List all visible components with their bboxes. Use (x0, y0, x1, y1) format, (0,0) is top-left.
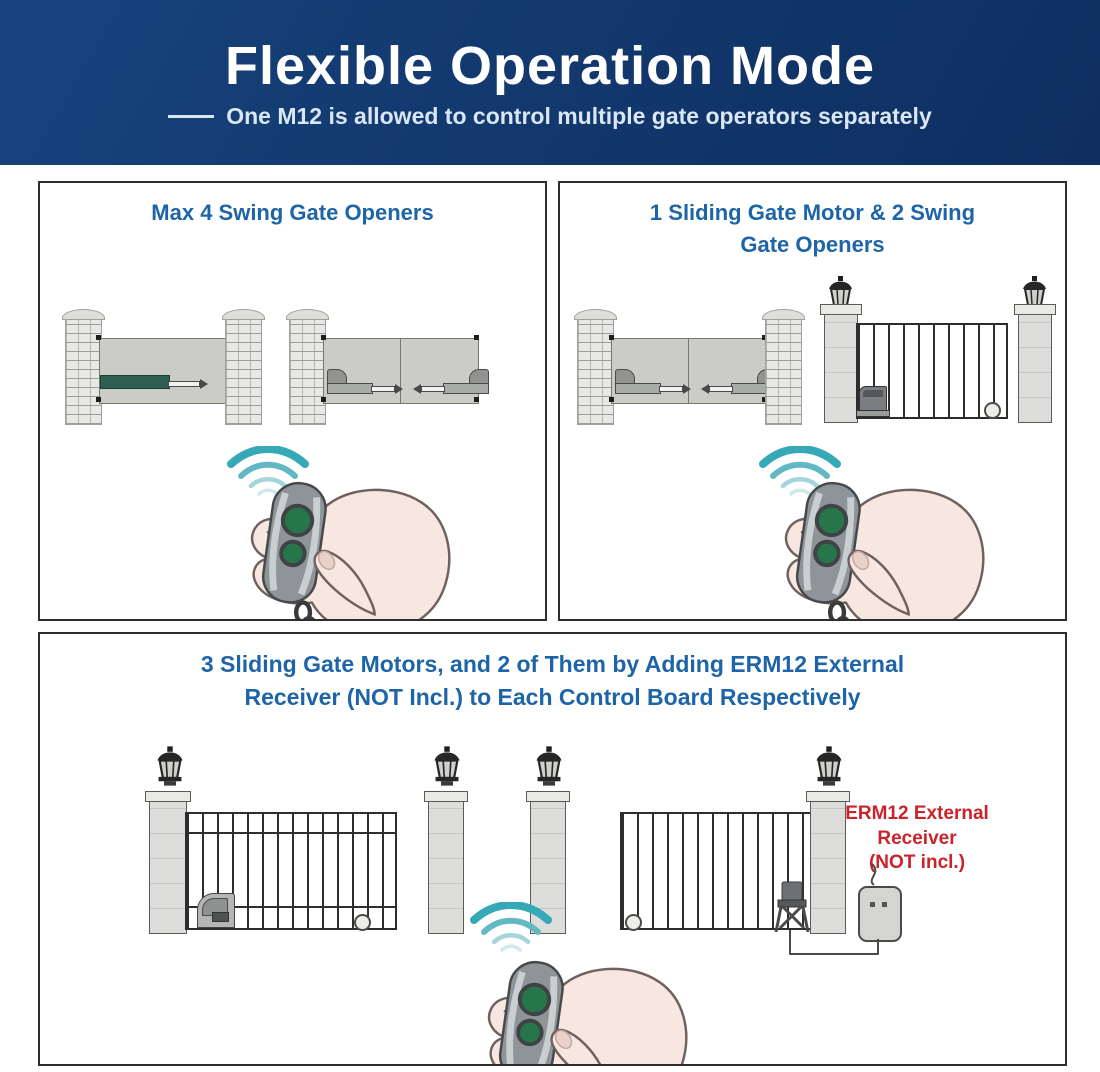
panel-mixed-title: 1 Sliding Gate Motor & 2 Swing Gate Open… (560, 183, 1065, 261)
erm12-label-line1: ERM12 External (845, 803, 989, 824)
sliding-motor-icon (197, 893, 235, 928)
erm12-label-line3: (NOT incl.) (868, 852, 966, 874)
opener-arm (371, 384, 403, 394)
plain-pillar (145, 791, 191, 934)
panel-multi-sliding: 3 Sliding Gate Motors, and 2 of Them by … (38, 632, 1067, 1066)
gate-hinge (474, 397, 479, 402)
plain-pillar (806, 791, 850, 934)
erm12-label-line2: Receiver (877, 827, 957, 849)
opener-arm (421, 386, 445, 392)
header-subtitle-row: One M12 is allowed to control multiple g… (168, 103, 932, 130)
gate-wheel-icon (354, 914, 371, 931)
swing-opener-icon (327, 368, 419, 394)
panel-multi-title-line1: 3 Sliding Gate Motors, and 2 of Them by … (200, 651, 905, 677)
gate-wheel-icon (984, 402, 1001, 419)
header-banner: Flexible Operation Mode One M12 is allow… (0, 0, 1100, 165)
swing-gate-leaf (99, 338, 227, 404)
plain-pillar (424, 791, 468, 934)
panel-mixed-title-line1: 1 Sliding Gate Motor & 2 Swing (649, 200, 976, 225)
brick-pillar (222, 309, 265, 425)
opener-body (100, 375, 170, 389)
brick-pillar (762, 309, 805, 425)
panel-multi-title-line2: Receiver (NOT Incl.) to Each Control Boa… (244, 684, 861, 711)
panel-swing-gates: Max 4 Swing Gate Openers (38, 181, 547, 621)
gate-hinge (321, 397, 326, 402)
lamp-icon (535, 746, 563, 786)
opener-body (443, 383, 489, 394)
hand-remote-icon (445, 946, 690, 1066)
page-title: Flexible Operation Mode (224, 36, 876, 96)
panel-mixed-gates: 1 Sliding Gate Motor & 2 Swing Gate Open… (558, 181, 1067, 621)
plain-pillar (1014, 304, 1056, 423)
erm12-label: ERM12 External Receiver (NOT incl.) (832, 802, 1002, 876)
brick-pillar (286, 309, 329, 425)
erm12-receiver-icon (858, 886, 902, 942)
gate-hinge (321, 335, 326, 340)
plain-pillar (526, 791, 570, 934)
swing-opener-icon (685, 368, 777, 394)
sliding-motor-icon (856, 386, 890, 417)
opener-arm (659, 384, 691, 394)
header-subtitle: One M12 is allowed to control multiple g… (226, 103, 932, 129)
panel-mixed-title-line2: Gate Openers (740, 231, 885, 257)
gate-hinge (96, 335, 101, 340)
brick-pillar (62, 309, 105, 425)
gate-hinge (609, 397, 614, 402)
brick-pillar (574, 309, 617, 425)
sliding-gate (620, 812, 814, 930)
gate-hinge (762, 397, 767, 402)
hand-remote-icon (208, 467, 453, 621)
panel-swing-title-line: Max 4 Swing Gate Openers (151, 200, 434, 225)
opener-body (327, 383, 373, 394)
subtitle-dash (168, 115, 215, 118)
panel-swing-title: Max 4 Swing Gate Openers (40, 183, 545, 229)
gate-hinge (762, 335, 767, 340)
signal-waves-icon (757, 446, 843, 498)
swing-opener-icon (615, 368, 707, 394)
plain-pillar (820, 304, 862, 423)
lamp-icon (433, 746, 461, 786)
lamp-icon (156, 746, 184, 786)
gate-hinge (474, 335, 479, 340)
panel-multi-title: 3 Sliding Gate Motors, and 2 of Them by … (40, 634, 1065, 715)
opener-arm (709, 386, 733, 392)
signal-waves-icon (225, 446, 311, 498)
gate-wheel-icon (625, 914, 642, 931)
gate-hinge (96, 397, 101, 402)
lamp-icon (815, 746, 843, 786)
gate-hinge (609, 335, 614, 340)
opener-body (615, 383, 661, 394)
swing-opener-icon (397, 368, 489, 394)
hand-remote-icon (742, 467, 987, 621)
swing-opener-icon (100, 373, 208, 389)
opener-arm (168, 379, 208, 389)
